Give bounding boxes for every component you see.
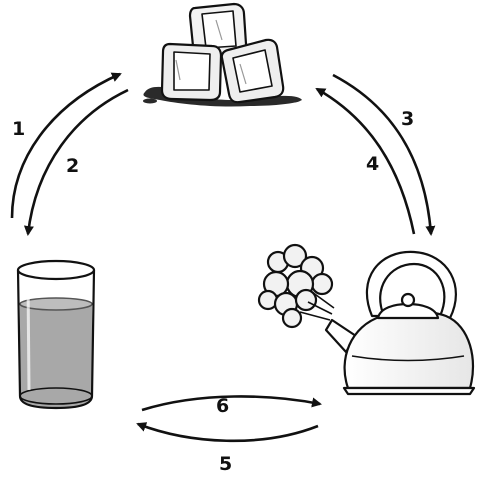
arrow-5-label: 5 — [219, 453, 232, 475]
glass-of-water-icon — [16, 259, 96, 410]
arrow-3 — [315, 87, 416, 235]
arrow-2 — [23, 88, 129, 236]
ice-cubes-icon — [143, 2, 302, 107]
arrow-4-label: 4 — [366, 153, 379, 175]
arrow-1 — [10, 72, 122, 219]
arrow-1-label: 1 — [12, 118, 25, 140]
arrow-6 — [141, 395, 322, 412]
arrow-4 — [332, 73, 436, 236]
arrow-3-label: 3 — [401, 108, 414, 130]
arrow-2-label: 2 — [66, 155, 79, 177]
arrow-5 — [136, 422, 319, 443]
steaming-kettle-icon — [257, 243, 476, 396]
arrow-6-label: 6 — [216, 395, 229, 417]
